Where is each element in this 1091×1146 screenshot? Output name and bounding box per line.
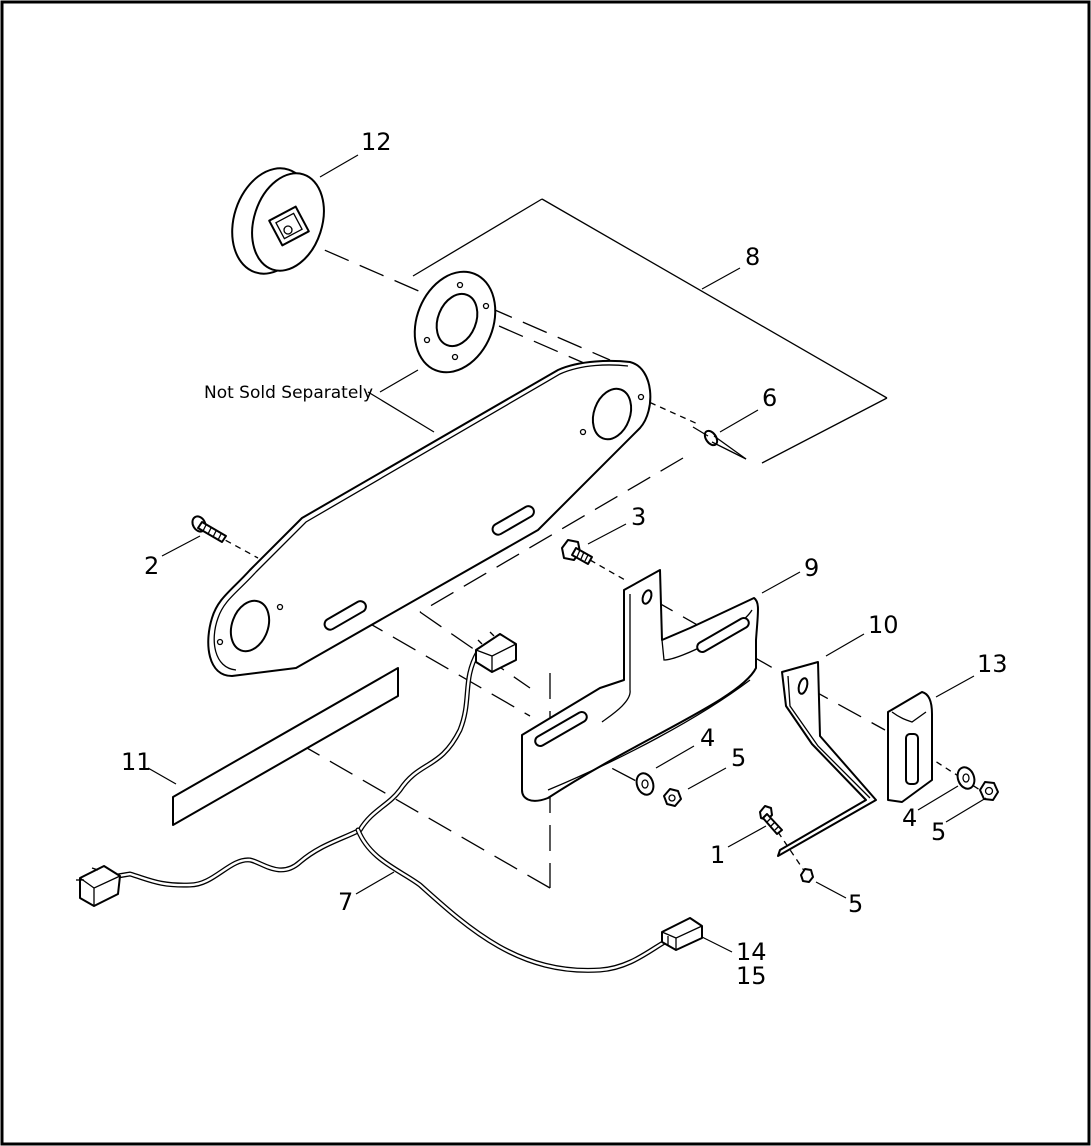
callout-15: 15 [736, 962, 767, 990]
wiring-harness [76, 631, 703, 973]
nut-5c [800, 868, 814, 883]
callout-5b: 5 [931, 818, 946, 846]
assembly-lines [215, 234, 981, 889]
license-plate-bracket [207, 359, 652, 677]
callout-10: 10 [868, 611, 899, 639]
leader-lines [147, 154, 987, 953]
callout-3: 3 [631, 503, 646, 531]
not-sold-separately-note: Not Sold Separately [204, 383, 373, 403]
group-bracket-8 [412, 198, 888, 464]
bolt-1 [759, 805, 783, 835]
callout-13: 13 [977, 650, 1008, 678]
lamp-housing [231, 167, 325, 275]
angle-bracket [777, 661, 877, 857]
nut-5a [663, 788, 682, 807]
washer-4b [956, 766, 976, 790]
callout-4b: 4 [902, 804, 917, 832]
gasket [413, 270, 497, 374]
retaining-clip [887, 691, 933, 803]
mounting-bracket [521, 569, 759, 802]
callout-5a: 5 [731, 744, 746, 772]
callout-14: 14 [736, 938, 767, 966]
callout-5c: 5 [848, 890, 863, 918]
callout-12: 12 [361, 128, 392, 156]
callout-11: 11 [121, 748, 152, 776]
callout-8: 8 [745, 243, 760, 271]
connector-14 [661, 917, 703, 951]
connector-upper [475, 631, 517, 673]
reflector-strip [172, 667, 399, 826]
washer-4a [635, 772, 655, 796]
callout-labels: 12 8 6 Not Sold Separately 2 3 9 10 13 4… [121, 128, 1008, 990]
nut-5b [979, 781, 999, 801]
callout-9: 9 [804, 554, 819, 582]
screw-2 [191, 515, 227, 543]
callout-2: 2 [144, 552, 159, 580]
bolt-3 [561, 539, 593, 565]
callout-4a: 4 [700, 724, 715, 752]
callout-1: 1 [710, 841, 725, 869]
callout-7: 7 [338, 888, 353, 916]
rivet [692, 426, 747, 460]
connector-left [76, 865, 121, 907]
callout-6: 6 [762, 384, 777, 412]
